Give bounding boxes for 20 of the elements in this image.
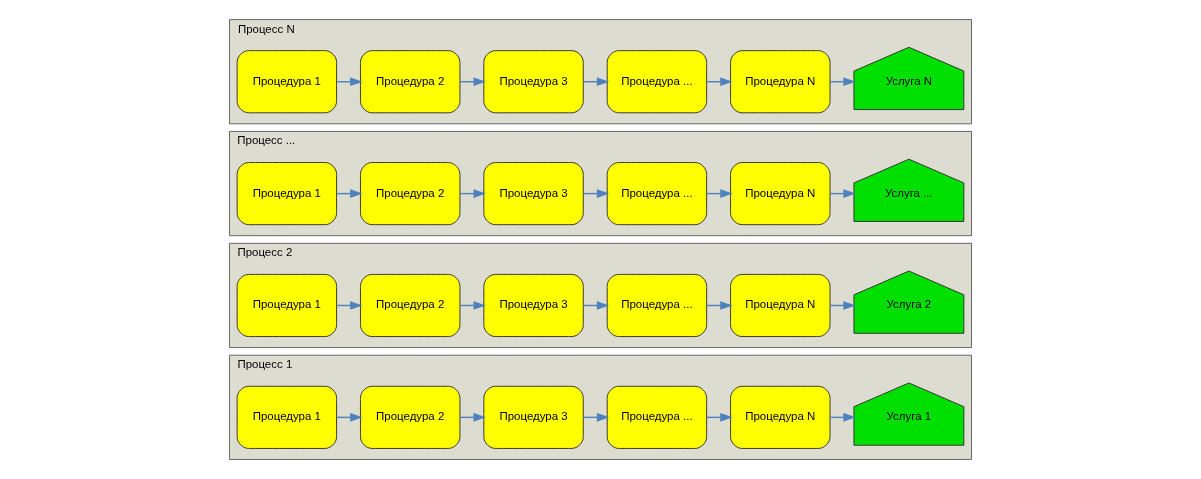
node-box: Процедура 3: [483, 273, 584, 338]
node-box: Процедура 1: [236, 162, 338, 226]
node-box: Процедура 2: [360, 385, 461, 449]
node-box: Процедура ...: [606, 273, 708, 338]
node-box: Процедура N: [730, 50, 831, 114]
node-box: Процедура ...: [606, 50, 708, 114]
node-box: Процедура 1: [236, 273, 338, 338]
node-box: Процедура 2: [360, 273, 461, 338]
node-box: Процедура N: [730, 385, 831, 449]
node-box: Процедура 1: [236, 50, 338, 114]
node-box: Процедура 3: [483, 162, 584, 226]
node-box: Процедура 2: [360, 162, 461, 226]
node-box: Процедура N: [730, 162, 831, 226]
node-box: Процедура 3: [483, 385, 584, 449]
node-box: Процедура ...: [606, 385, 708, 449]
node-box: Процедура ...: [606, 162, 708, 226]
node-box: Процедура N: [730, 273, 831, 338]
node-box: Процедура 2: [360, 50, 461, 114]
node-box: Процедура 1: [236, 385, 338, 449]
node-box: Процедура 3: [483, 50, 584, 114]
